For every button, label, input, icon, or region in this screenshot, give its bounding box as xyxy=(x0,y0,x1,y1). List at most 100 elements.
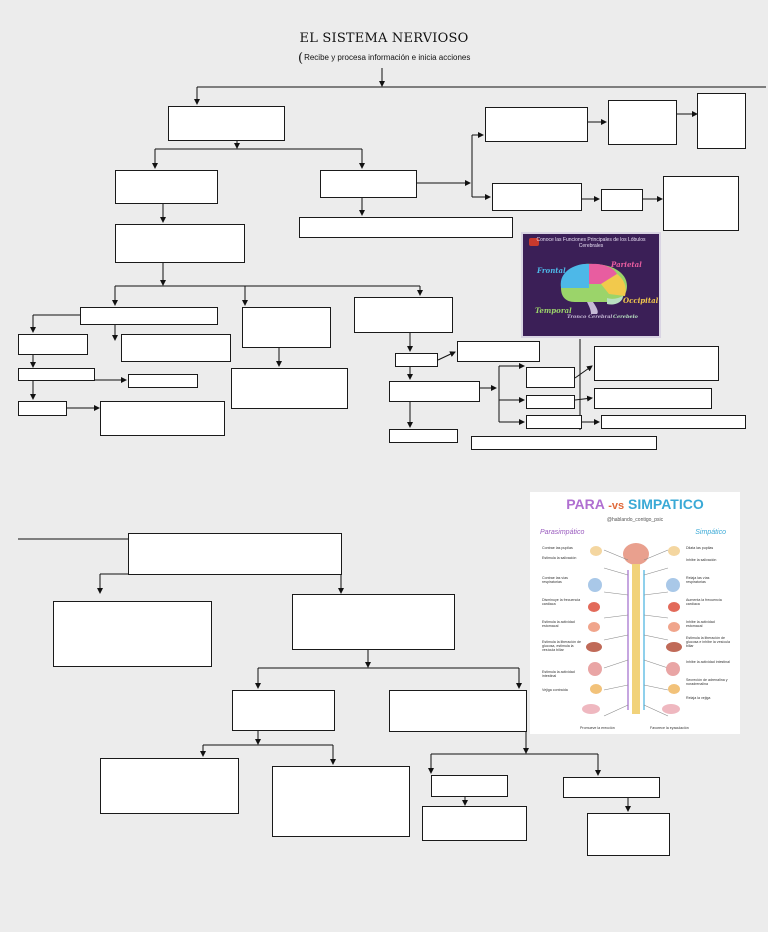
heading-parasimpatico: Parasimpático xyxy=(540,529,585,536)
concept-box[interactable] xyxy=(320,170,417,198)
concept-box[interactable] xyxy=(608,100,677,145)
lungs-icon xyxy=(588,578,602,592)
logo-icon xyxy=(529,238,539,246)
concept-box[interactable] xyxy=(299,217,513,238)
concept-box[interactable] xyxy=(492,183,582,211)
concept-box[interactable] xyxy=(526,395,575,409)
concept-box[interactable] xyxy=(232,690,335,731)
concept-box[interactable] xyxy=(526,367,575,388)
concept-box[interactable] xyxy=(457,341,540,362)
lungs-icon xyxy=(666,578,680,592)
label-occipital: Occipital xyxy=(623,296,659,305)
stomach-icon xyxy=(588,622,600,632)
heart-icon xyxy=(588,602,600,612)
label-frontal: Frontal xyxy=(537,266,566,275)
sim-note: Dilata las pupilas xyxy=(686,546,714,550)
concept-box[interactable] xyxy=(168,106,285,141)
title-vs: -vs xyxy=(608,500,625,512)
concept-box[interactable] xyxy=(292,594,455,650)
para-note: Estimula la actividad estomacal xyxy=(542,620,575,628)
concept-box[interactable] xyxy=(272,766,410,837)
concept-box[interactable] xyxy=(354,297,453,333)
author-handle: @hablando_contigo_psic xyxy=(606,517,664,523)
para-note: Estimula la actividad intestinal xyxy=(542,670,575,678)
sim-note: Inhibe la actividad estomacal xyxy=(686,620,715,628)
sim-note: Relaja las vías respiratorias xyxy=(686,576,710,584)
concept-box[interactable] xyxy=(526,415,582,429)
comparison-title: PARA -vs SIMPATICO xyxy=(530,496,740,512)
sim-note: Aumenta la frecuencia cardíaca xyxy=(686,598,722,606)
page-title: EL SISTEMA NERVIOSO xyxy=(299,31,469,46)
para-note: Disminuye la frecuencia cardiaca xyxy=(542,598,581,606)
concept-box[interactable] xyxy=(471,436,657,450)
autonomic-comparison-image: PARA -vs SIMPATICO @hablando_contigo_psi… xyxy=(530,492,740,734)
label-tronco: Tronco Cerebral xyxy=(567,314,613,320)
sim-note: Relaja la vejiga xyxy=(686,696,711,700)
title-para: PARA xyxy=(566,496,605,512)
concept-box[interactable] xyxy=(594,388,712,409)
nervous-system-figure xyxy=(603,543,669,717)
concept-box[interactable] xyxy=(100,401,225,436)
sim-note: Estimula la liberación de glucosa e inhi… xyxy=(686,636,730,648)
concept-box[interactable] xyxy=(563,777,660,798)
concept-box[interactable] xyxy=(121,334,231,362)
concept-box[interactable] xyxy=(128,374,198,388)
concept-box[interactable] xyxy=(100,758,239,814)
sim-note: Inhibe la salivación xyxy=(686,558,717,562)
para-note: Promueve la erección xyxy=(580,726,615,730)
label-cerebelo: Cerebelo xyxy=(613,314,638,320)
para-note: Estimula la salivación xyxy=(542,556,577,560)
concept-box[interactable] xyxy=(587,813,670,856)
concept-box[interactable] xyxy=(601,189,643,211)
bladder-icon xyxy=(590,684,602,694)
concept-box[interactable] xyxy=(422,806,527,841)
brain-icon xyxy=(560,263,627,314)
sim-note: Inhibe la actividad intestinal xyxy=(686,660,730,664)
heart-icon xyxy=(668,602,680,612)
para-note: Contrae las vías respiratorias xyxy=(542,576,568,584)
brain-lobes-image: Conoce las Funciones Principales de los … xyxy=(521,232,661,338)
concept-box[interactable] xyxy=(53,601,212,667)
concept-box[interactable] xyxy=(18,368,95,381)
heading-simpatico: Simpático xyxy=(695,529,726,536)
page-subtitle: (Recibe y procesa información e inicia a… xyxy=(298,51,470,66)
subtitle-text: Recibe y procesa información e inicia ac… xyxy=(304,53,471,62)
concept-box[interactable] xyxy=(242,307,331,348)
concept-box[interactable] xyxy=(389,429,458,443)
sim-note: Favorece la eyaculación xyxy=(650,726,689,730)
concept-box[interactable] xyxy=(389,381,480,402)
concept-box[interactable] xyxy=(128,533,342,575)
concept-box[interactable] xyxy=(431,775,508,797)
intestine-icon xyxy=(588,662,602,676)
concept-box[interactable] xyxy=(594,346,719,381)
liver-icon xyxy=(586,642,602,652)
concept-box[interactable] xyxy=(697,93,746,149)
reproductive-icon xyxy=(662,704,680,714)
concept-box[interactable] xyxy=(115,224,245,263)
label-parietal: Parietal xyxy=(611,260,642,269)
para-note: Vejiga contraída xyxy=(542,688,568,692)
para-note: Estimula la liberación de glucosa, estim… xyxy=(542,640,581,652)
concept-box[interactable] xyxy=(18,334,88,355)
reproductive-icon xyxy=(582,704,600,714)
eye-icon xyxy=(590,546,602,556)
title-simpatico: SIMPATICO xyxy=(628,496,704,512)
bladder-icon xyxy=(668,684,680,694)
concept-box[interactable] xyxy=(115,170,218,204)
eye-icon xyxy=(668,546,680,556)
concept-box[interactable] xyxy=(18,401,67,416)
intestine-icon xyxy=(666,662,680,676)
concept-box[interactable] xyxy=(231,368,348,409)
sim-note: Secreción de adrenalina y noradrenalina xyxy=(686,678,728,686)
stomach-icon xyxy=(668,622,680,632)
lobes-heading: Conoce las Funciones Principales de los … xyxy=(536,237,646,249)
para-note: Contrae las pupilas xyxy=(542,546,573,550)
concept-box[interactable] xyxy=(485,107,588,142)
concept-box[interactable] xyxy=(601,415,746,429)
label-temporal: Temporal xyxy=(535,306,572,315)
concept-box[interactable] xyxy=(663,176,739,231)
concept-box[interactable] xyxy=(395,353,438,367)
concept-box[interactable] xyxy=(389,690,527,732)
liver-icon xyxy=(666,642,682,652)
concept-box[interactable] xyxy=(80,307,218,325)
